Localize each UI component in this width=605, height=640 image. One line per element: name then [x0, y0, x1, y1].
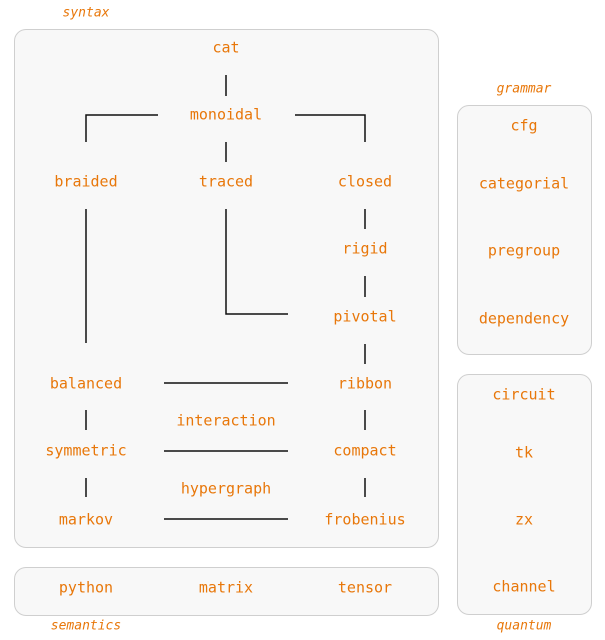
semantics-box [14, 567, 439, 616]
edge-monoidal-braided [85, 114, 158, 142]
node-tensor: tensor [337, 578, 393, 597]
syntax-caption: syntax [62, 5, 110, 21]
node-traced: traced [198, 172, 254, 191]
node-channel: channel [492, 577, 556, 596]
node-categorial: categorial [478, 174, 570, 193]
node-monoidal: monoidal [189, 105, 263, 124]
quantum-caption: quantum [496, 618, 552, 634]
edge-monoidal-closed [295, 114, 366, 142]
node-circuit: circuit [492, 385, 556, 404]
node-zx: zx [514, 510, 534, 529]
node-pivotal: pivotal [333, 307, 397, 326]
node-matrix: matrix [198, 578, 254, 597]
node-rigid: rigid [342, 239, 388, 258]
grammar-box [457, 105, 592, 355]
node-frobenius: frobenius [324, 510, 406, 529]
node-braided: braided [54, 172, 118, 191]
node-cfg: cfg [510, 116, 538, 135]
semantics-caption: semantics [50, 618, 122, 634]
edge-traced-pivotal [225, 209, 288, 315]
grammar-caption: grammar [496, 81, 552, 97]
node-python: python [58, 578, 114, 597]
quantum-box [457, 374, 592, 615]
node-balanced: balanced [49, 374, 123, 393]
node-ribbon: ribbon [337, 374, 393, 393]
node-hypergraph: hypergraph [180, 479, 272, 498]
node-tk: tk [514, 443, 534, 462]
node-cat: cat [212, 38, 240, 57]
node-markov: markov [58, 510, 114, 529]
node-interaction: interaction [176, 411, 276, 430]
node-symmetric: symmetric [45, 441, 127, 460]
node-compact: compact [333, 441, 397, 460]
node-closed: closed [337, 172, 393, 191]
node-pregroup: pregroup [487, 241, 561, 260]
node-dependency: dependency [478, 309, 570, 328]
